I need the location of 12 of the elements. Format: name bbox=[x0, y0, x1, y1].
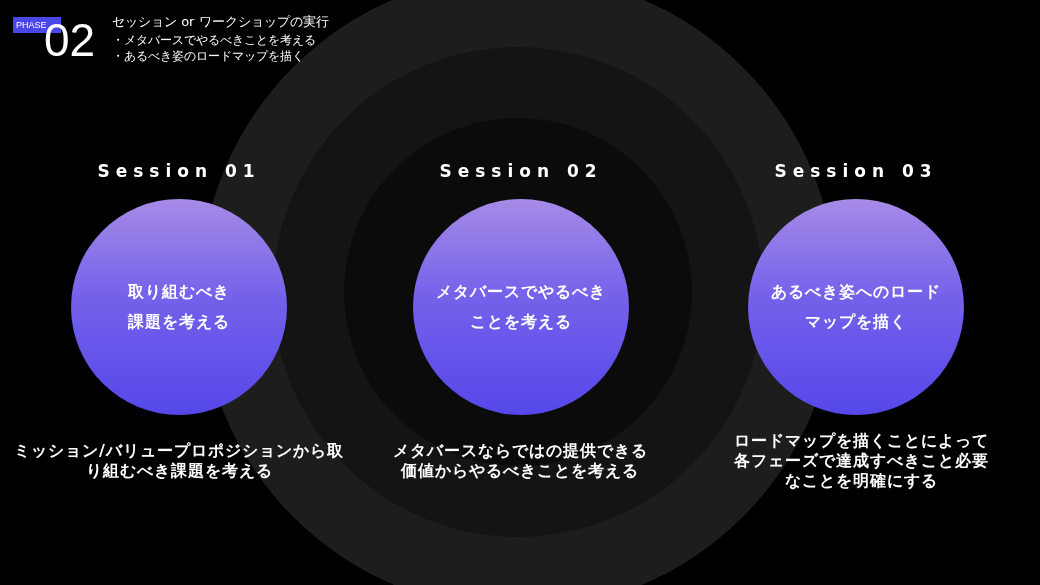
session-description: メタバースならではの提供できる価値からやるべきことを考える bbox=[391, 441, 649, 481]
session-topic: メタバースでやるべきことを考える bbox=[435, 281, 607, 333]
session-topic: あるべき姿へのロードマップを描く bbox=[770, 281, 942, 333]
session-topic: 取り組むべき課題を考える bbox=[127, 281, 231, 333]
phase-title: セッション or ワークショップの実行 bbox=[112, 14, 329, 30]
session-heading: Session 02 bbox=[438, 161, 604, 181]
bullet-text: ・メタバースでやるべきことを考える bbox=[112, 33, 316, 48]
session-heading: Session 03 bbox=[773, 161, 939, 181]
session-heading: Session 01 bbox=[96, 161, 262, 181]
bullet-text: ・あるべき姿のロードマップを描く bbox=[112, 49, 304, 64]
session-description: ミッション/バリュープロポジションから取り組むべき課題を考える bbox=[14, 441, 344, 481]
session-description: ロードマップを描くことによって各フェーズで達成すべきこと必要なことを明確にする bbox=[732, 431, 990, 491]
